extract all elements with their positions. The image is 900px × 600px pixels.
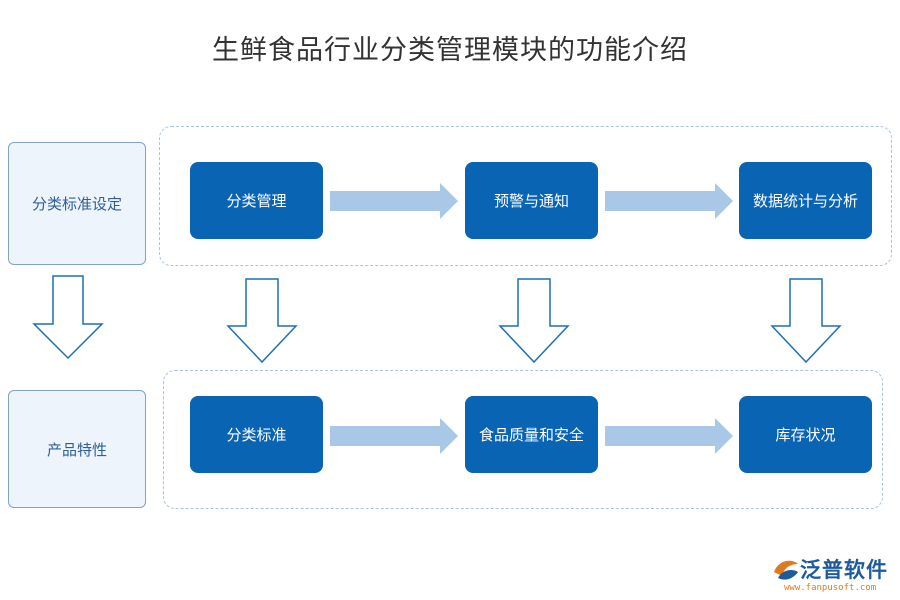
node-label: 分类管理: [226, 192, 287, 210]
node-inventory-status: 库存状况: [739, 396, 872, 473]
h-arrow-row1-2: [605, 183, 733, 219]
row2-group-frame: [163, 370, 883, 509]
row1-group-frame: [159, 126, 892, 266]
node-food-quality-safety: 食品质量和安全: [465, 396, 598, 473]
side-box-row1-label: 分类标准设定: [31, 195, 122, 213]
node-classification-management: 分类管理: [190, 162, 323, 239]
node-label: 分类标准: [226, 426, 287, 444]
v-arrow-3: [498, 278, 570, 364]
logo-brand-text: 泛普软件: [800, 558, 888, 582]
side-box-row1: 分类标准设定: [8, 142, 146, 265]
node-label: 数据统计与分析: [752, 192, 858, 210]
node-label: 预警与通知: [493, 192, 569, 210]
h-arrow-row2-2: [605, 418, 733, 454]
side-box-row2-label: 产品特性: [46, 440, 107, 459]
node-statistics-analysis: 数据统计与分析: [739, 162, 872, 239]
node-label: 食品质量和安全: [478, 426, 584, 444]
fanpu-logo-icon: [774, 560, 798, 580]
v-arrow-1: [32, 275, 104, 360]
diagram-title: 生鲜食品行业分类管理模块的功能介绍: [212, 35, 688, 66]
node-classification-standard: 分类标准: [190, 396, 323, 473]
node-label: 库存状况: [775, 426, 836, 444]
logo-url-text: www.fanpusoft.com: [784, 583, 877, 593]
h-arrow-row1-1: [330, 183, 458, 219]
node-alert-notification: 预警与通知: [465, 162, 598, 239]
v-arrow-2: [226, 278, 298, 364]
h-arrow-row2-1: [330, 418, 458, 454]
v-arrow-4: [770, 278, 842, 364]
side-box-row2: 产品特性: [8, 390, 146, 508]
